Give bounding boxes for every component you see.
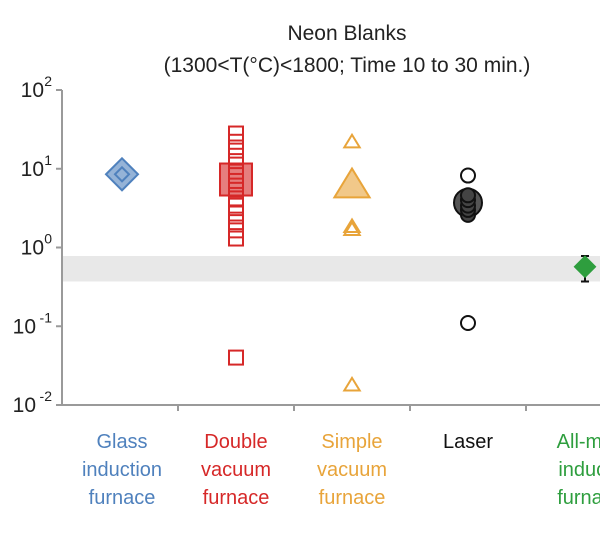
data-point	[460, 187, 476, 204]
data-point	[460, 314, 476, 331]
y-tick-label: 10	[21, 158, 44, 181]
category-label: Glass induction furnace	[82, 431, 162, 509]
data-point	[228, 222, 244, 239]
category-label-line: induction	[82, 459, 162, 481]
data-point	[228, 153, 244, 170]
mean-marker	[104, 156, 140, 192]
chart-title: Neon Blanks	[287, 22, 406, 45]
data-point	[228, 172, 244, 189]
data-points	[104, 125, 597, 392]
axes	[61, 90, 600, 411]
reference-band	[62, 255, 600, 282]
data-point	[228, 349, 244, 366]
y-tick-label: 10	[13, 394, 36, 417]
category-label-line: furnac	[557, 487, 600, 509]
data-point	[228, 230, 244, 247]
mean-marker	[332, 166, 372, 199]
category-label-line: Simple	[321, 431, 382, 453]
data-point	[228, 133, 244, 150]
chart-subtitle: (1300<T(°C)<1800; Time 10 to 30 min.)	[164, 54, 531, 77]
data-point	[228, 142, 244, 159]
category-labels: Glass induction furnace Double vacuum furnace…	[82, 431, 600, 509]
category-label-line: furnace	[319, 487, 386, 509]
category-label-line: Double	[204, 431, 267, 453]
data-point	[113, 165, 131, 183]
data-point	[228, 181, 244, 198]
mean-marker	[573, 255, 597, 279]
y-tick-exponent: 0	[44, 231, 52, 247]
category-label-line: Laser	[443, 431, 493, 453]
data-point	[342, 217, 362, 234]
category-label-line: furnace	[89, 487, 156, 509]
data-point	[342, 220, 362, 236]
category-label-line: furnace	[203, 487, 270, 509]
y-tick-exponent: -1	[40, 309, 53, 325]
data-point	[228, 190, 244, 207]
category-label-line: All-me	[557, 431, 600, 453]
y-tick-label: 10	[21, 79, 44, 102]
category-label-line: Glass	[96, 431, 147, 453]
data-point	[460, 167, 476, 184]
data-point	[342, 375, 362, 392]
category-label: Double vacuum furnace	[201, 431, 271, 509]
category-label: All-me induct furnac	[557, 431, 600, 509]
data-point	[228, 214, 244, 231]
y-tick-exponent: -2	[40, 388, 53, 404]
y-tick-exponent: 2	[44, 73, 52, 89]
y-tick-label: 10	[21, 237, 44, 260]
category-label-line: vacuum	[201, 459, 271, 481]
category-label-line: induct	[558, 459, 600, 481]
category-label: Simple vacuum furnace	[317, 431, 387, 509]
category-label-line: vacuum	[317, 459, 387, 481]
y-tick-exponent: 1	[44, 152, 52, 168]
data-point	[342, 132, 362, 149]
y-tick-label: 10	[13, 315, 36, 338]
data-point	[228, 163, 244, 180]
data-point	[228, 125, 244, 142]
category-label: Laser	[443, 431, 493, 453]
